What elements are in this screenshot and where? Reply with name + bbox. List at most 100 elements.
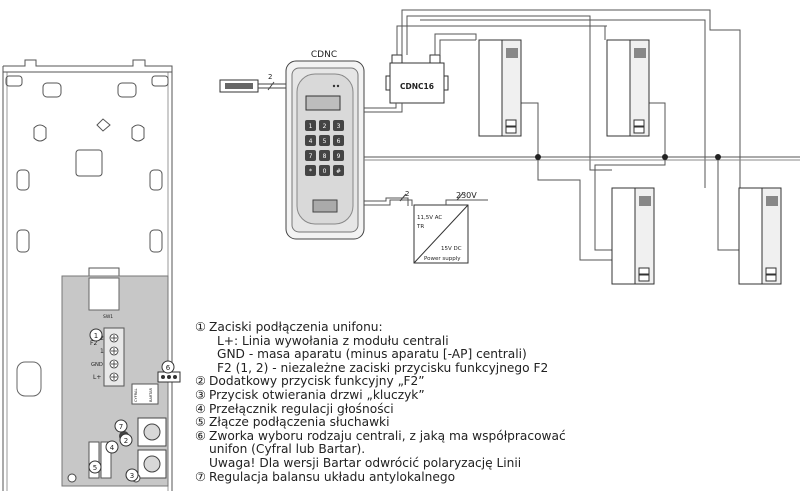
- svg-text:2: 2: [124, 437, 128, 445]
- legend-text: F2 (1, 2) - niezależne zaciski przycisku…: [217, 360, 549, 375]
- cdnc16-label: CDNC16: [400, 82, 434, 91]
- keypad-key-label: #: [336, 168, 341, 175]
- cdnc-panel: CDNC 1 2 3 4 5 6 7 8 9 * 0 #: [285, 50, 365, 240]
- label-terminal-2: 2: [100, 335, 104, 342]
- legend-item: unifon (Cyfral lub Bartar).: [195, 443, 795, 457]
- keypad-key-label: 5: [323, 138, 327, 145]
- legend-text: Przycisk otwierania drzwi „kluczyk”: [209, 387, 425, 402]
- keypad: 1 2 3 4 5 6 7 8 9 * 0 #: [305, 120, 344, 176]
- legend-text: Przełącznik regulacji głośności: [209, 401, 394, 416]
- svg-text:1: 1: [94, 332, 98, 340]
- keypad-key-label: 7: [309, 153, 313, 160]
- callout-2: 2: [119, 433, 133, 447]
- keypad-key: [305, 165, 316, 176]
- keypad-key-label: 0: [323, 168, 327, 175]
- wire-count-lock: 2: [268, 73, 272, 81]
- keypad-key-label: 4: [309, 138, 313, 145]
- keypad-key-label: *: [309, 168, 312, 175]
- callout-5: 5: [88, 460, 102, 474]
- keypad-key-label: 6: [337, 138, 341, 145]
- label-sw1: SW1: [103, 314, 113, 320]
- legend-text: Dodatkowy przycisk funkcyjny „F2”: [209, 374, 425, 389]
- legend-number: ⑦: [195, 469, 206, 484]
- legend-item: Uwaga! Dla wersji Bartar odwrócić polary…: [195, 455, 795, 471]
- legend-number: ⑥: [195, 428, 206, 443]
- svg-text:6: 6: [166, 364, 171, 372]
- cdnc-label: CDNC: [311, 50, 337, 60]
- psu-tr: TR: [416, 224, 424, 230]
- handset-1: [478, 39, 522, 137]
- legend-item: L+: Linia wywołania z modułu centrali: [195, 333, 795, 349]
- keypad-key-label: 9: [337, 153, 341, 160]
- keypad-key-label: 3: [337, 123, 341, 130]
- label-gnd: GND: [91, 362, 103, 368]
- svg-text:4: 4: [110, 444, 115, 452]
- legend-number: ②: [195, 374, 206, 389]
- callout-3: 3: [125, 468, 139, 482]
- junctions: [535, 154, 721, 160]
- keypad-key: [305, 135, 316, 146]
- handset-2: [606, 39, 650, 137]
- board-labels: SW1 F2 2 1 GND L+ CYFRAL BARTAR: [90, 314, 153, 402]
- keypad-key-label: 8: [323, 153, 327, 160]
- handset-3: [611, 187, 655, 285]
- wires: [364, 9, 800, 261]
- label-terminal-1: 1: [100, 348, 104, 355]
- label-lplus: L+: [93, 374, 101, 381]
- door-lock: 2: [219, 73, 288, 93]
- legend-number: ⑤: [195, 415, 206, 430]
- keypad-key: [305, 120, 316, 131]
- callout-1: 1: [89, 328, 103, 342]
- svg-text:5: 5: [93, 464, 97, 472]
- label-bartar: BARTAR: [149, 387, 153, 402]
- keypad-key-label: 1: [309, 123, 313, 130]
- svg-text:3: 3: [130, 472, 134, 480]
- legend-item: F2 (1, 2) - niezależne zaciski przycisku…: [195, 360, 795, 376]
- psu-dc: 15V DC: [441, 246, 462, 252]
- cdnc16-module: CDNC16: [385, 54, 449, 104]
- legend-text: Zworka wyboru rodzaju centrali, z jaką m…: [209, 428, 566, 443]
- legend-text: Uwaga! Dla wersji Bartar odwrócić polary…: [209, 455, 522, 470]
- keypad-key: [333, 165, 344, 176]
- legend-number: ③: [195, 387, 206, 402]
- psu-name: Power supply: [424, 256, 461, 262]
- keypad-key: [319, 135, 330, 146]
- svg-text:7: 7: [119, 423, 123, 431]
- keypad-key-label: 2: [323, 123, 327, 130]
- legend-text: L+: Linia wywołania z modułu centrali: [217, 333, 449, 348]
- psu-ac: 11,5V AC: [417, 215, 442, 221]
- callout-6: 6: [161, 360, 175, 374]
- legend-text: Zaciski podłączenia unifonu:: [209, 320, 383, 334]
- keypad-key: [333, 150, 344, 161]
- keypad-key: [319, 120, 330, 131]
- legend-number: ④: [195, 401, 206, 416]
- wire-count-psu: 2: [405, 190, 409, 198]
- label-f2: F2: [90, 340, 97, 347]
- handset-4: [738, 187, 782, 285]
- legend-text: GND - masa aparatu (minus aparatu [-AP] …: [217, 347, 527, 362]
- keypad-key: [305, 150, 316, 161]
- callouts: 1 2 3 4 5 6 7: [88, 328, 175, 482]
- legend-text: Złącze podłączenia słuchawki: [209, 415, 390, 430]
- keypad-key: [333, 135, 344, 146]
- legend-text: Regulacja balansu układu antylokalnego: [209, 469, 456, 484]
- legend-item: GND - masa aparatu (minus aparatu [-AP] …: [195, 348, 795, 362]
- callout-4: 4: [105, 440, 119, 454]
- keypad-key: [319, 165, 330, 176]
- keypad-key: [333, 120, 344, 131]
- legend-text: unifon (Cyfral lub Bartar).: [209, 442, 366, 457]
- power-supply: 11,5V AC TR 15V DC Power supply 230V 2: [405, 190, 477, 264]
- legend-number: ①: [195, 320, 206, 334]
- label-cyfral: CYFRAL: [134, 388, 138, 402]
- psu-input: 230V: [456, 191, 477, 200]
- pcb: [16, 275, 181, 487]
